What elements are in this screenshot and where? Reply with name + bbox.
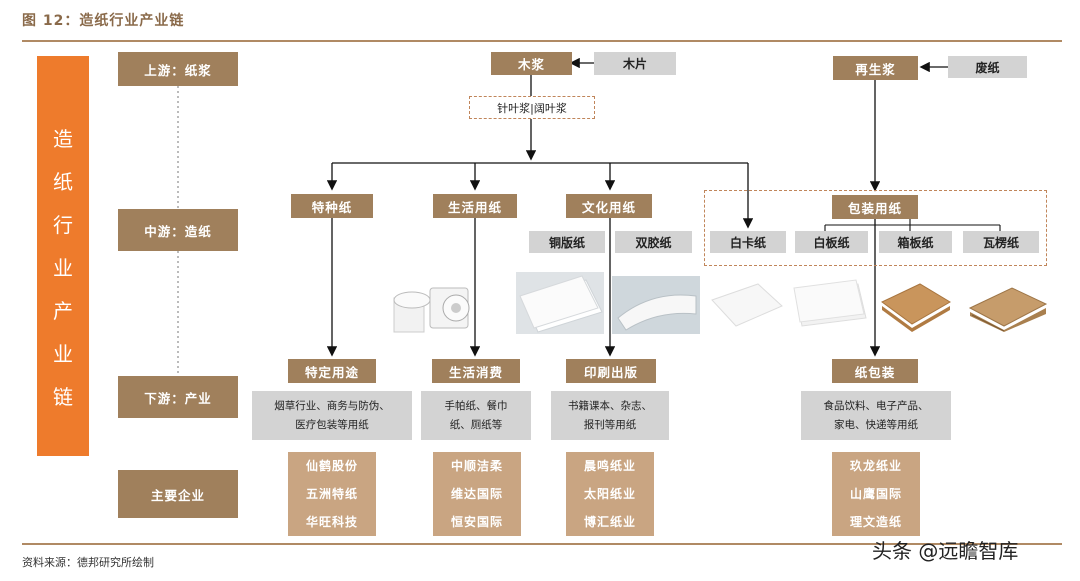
- curled-paper-image: [612, 276, 700, 334]
- desc-line: 烟草行业、商务与防伪、: [274, 399, 390, 412]
- side-label: 造 纸 行 业 产 业 链: [37, 56, 89, 456]
- side-char: 造: [53, 127, 73, 151]
- companies-packaging: 玖龙纸业 山鹰国际 理文造纸: [832, 452, 920, 536]
- companies-household: 中顺洁柔 维达国际 恒安国际: [433, 452, 521, 536]
- desc-line: 纸、厕纸等: [449, 418, 503, 431]
- top-divider: [22, 40, 1062, 42]
- source-note: 资料来源：德邦研究所绘制: [22, 556, 154, 569]
- printing-box: 印刷出版: [566, 359, 656, 383]
- stage-companies: 主要企业: [118, 470, 238, 518]
- printing-desc: 书籍课本、杂志、 报刊等用纸: [551, 391, 669, 440]
- side-char: 产: [53, 299, 73, 323]
- waste-paper-box: 废纸: [948, 56, 1027, 78]
- corrugated-stack-image: [966, 282, 1048, 332]
- company-name: 中顺洁柔: [450, 459, 503, 473]
- side-char: 业: [53, 342, 73, 366]
- household-paper-box: 生活用纸: [433, 194, 517, 218]
- company-name: 五洲特纸: [305, 487, 358, 501]
- specialty-use-box: 特定用途: [288, 359, 376, 383]
- companies-cultural: 晨鸣纸业 太阳纸业 博汇纸业: [566, 452, 654, 536]
- container-board-box: 箱板纸: [879, 231, 952, 253]
- company-name: 山鹰国际: [849, 487, 902, 501]
- specialty-use-desc: 烟草行业、商务与防伪、 医疗包装等用纸: [252, 391, 412, 440]
- side-char: 行: [53, 213, 73, 237]
- desc-line: 报刊等用纸: [583, 418, 637, 431]
- ivory-board-box: 白卡纸: [710, 231, 786, 253]
- desc-line: 家电、快递等用纸: [834, 418, 918, 431]
- desc-line: 食品饮料、电子产品、: [823, 399, 929, 412]
- stage-upstream: 上游：纸浆: [118, 52, 238, 86]
- side-char: 业: [53, 256, 73, 280]
- stage-midstream: 中游：造纸: [118, 209, 238, 251]
- desc-line: 手帕纸、餐巾: [444, 399, 508, 412]
- company-name: 仙鹤股份: [305, 459, 358, 473]
- household-use-box: 生活消费: [432, 359, 520, 383]
- desc-line: 医疗包装等用纸: [295, 418, 369, 431]
- pulp-types-box: 针叶浆|阔叶浆: [469, 96, 595, 119]
- side-char: 链: [53, 385, 73, 409]
- company-name: 华旺科技: [305, 515, 358, 529]
- company-name: 理文造纸: [849, 515, 902, 529]
- side-char: 纸: [53, 170, 73, 194]
- figure-title: 图 12：造纸行业产业链: [22, 13, 185, 29]
- companies-specialty: 仙鹤股份 五洲特纸 华旺科技: [288, 452, 376, 536]
- company-name: 玖龙纸业: [849, 459, 902, 473]
- packaging-use-desc: 食品饮料、电子产品、 家电、快递等用纸: [801, 391, 951, 440]
- coated-paper-box: 铜版纸: [529, 231, 605, 253]
- desc-line: 书籍课本、杂志、: [568, 399, 652, 412]
- packaging-paper-box: 包装用纸: [832, 195, 918, 219]
- company-name: 太阳纸业: [583, 487, 636, 501]
- specialty-paper-box: 特种纸: [291, 194, 373, 218]
- company-name: 恒安国际: [450, 515, 503, 529]
- company-name: 博汇纸业: [583, 515, 636, 529]
- white-sheets-image: [792, 278, 870, 332]
- packaging-use-box: 纸包装: [832, 359, 918, 383]
- packaging-group: [704, 190, 1047, 266]
- offset-paper-box: 双胶纸: [615, 231, 692, 253]
- white-paper-stack-image: [516, 272, 604, 334]
- kraft-board-image: [880, 280, 952, 334]
- tissue-rolls-image: [384, 278, 474, 334]
- household-use-desc: 手帕纸、餐巾 纸、厕纸等: [421, 391, 531, 440]
- cultural-paper-box: 文化用纸: [566, 194, 652, 218]
- bottom-divider: [22, 543, 1062, 545]
- white-board-image: [706, 278, 786, 332]
- stage-downstream: 下游：产业: [118, 376, 238, 418]
- watermark: 头条 @远瞻智库: [872, 539, 1019, 563]
- wood-pulp-box: 木浆: [491, 52, 572, 75]
- company-name: 晨鸣纸业: [583, 459, 636, 473]
- recycled-pulp-box: 再生浆: [833, 56, 918, 80]
- wood-chips-box: 木片: [594, 52, 676, 75]
- company-name: 维达国际: [450, 487, 503, 501]
- duplex-board-box: 白板纸: [795, 231, 868, 253]
- corrugated-paper-box: 瓦楞纸: [963, 231, 1039, 253]
